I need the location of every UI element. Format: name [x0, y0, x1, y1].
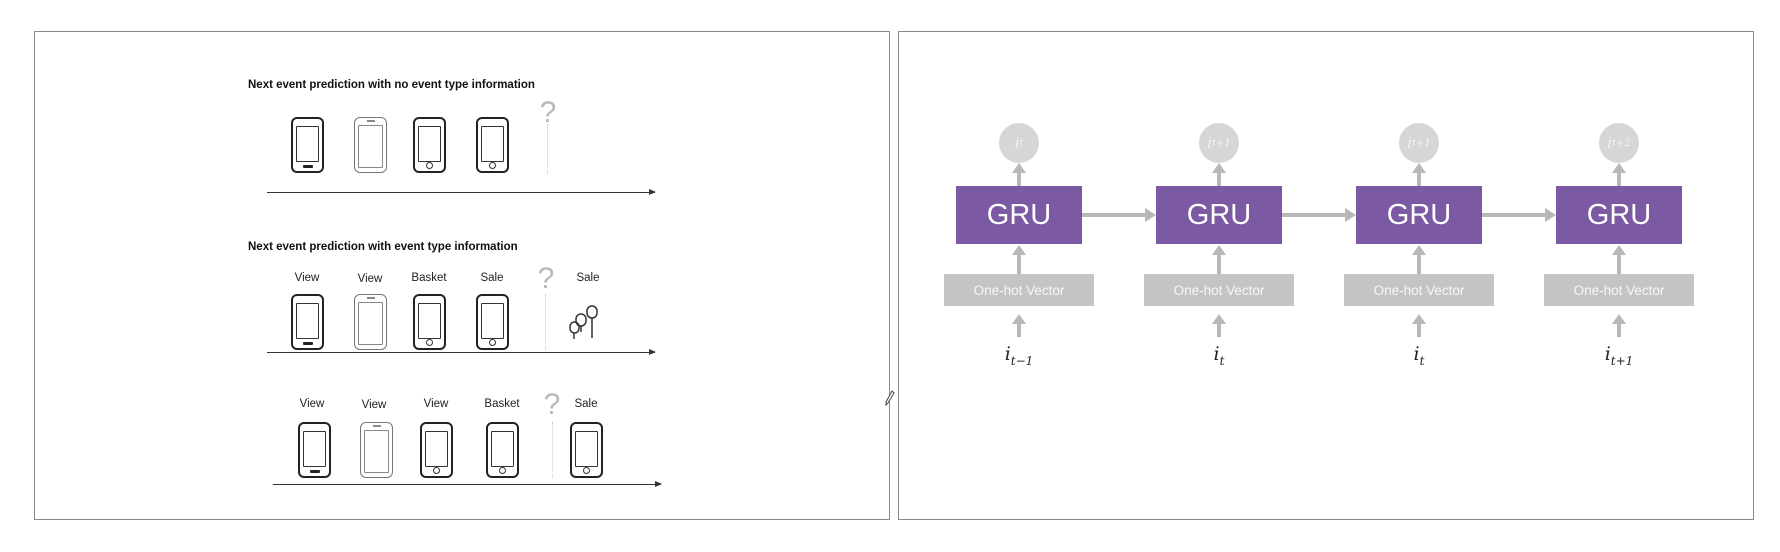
question-mark: ?	[543, 388, 561, 421]
up-arrow	[1612, 314, 1626, 337]
up-arrow	[1612, 245, 1626, 274]
gru-cell: GRU	[1356, 186, 1482, 244]
one-hot-vector-box: One-hot Vector	[1144, 274, 1294, 306]
event-label: View	[299, 398, 325, 410]
phone-icon	[298, 422, 331, 478]
up-arrow	[1212, 245, 1226, 274]
left-slide: Next event prediction with no event type…	[34, 31, 890, 520]
section2-heading: Next event prediction with event type in…	[248, 241, 518, 253]
event-label: View	[423, 398, 449, 410]
phone-icon	[291, 294, 324, 350]
question-mark: ?	[537, 262, 555, 295]
phone-icon	[476, 294, 509, 350]
event-label: Sale	[480, 272, 504, 284]
timeline-arrow	[273, 481, 662, 487]
phone-icon	[570, 422, 603, 478]
up-arrow	[1212, 163, 1226, 186]
phone-icon	[291, 117, 324, 173]
input-item-label: it	[1413, 343, 1425, 368]
event-label: View	[294, 272, 320, 284]
phone-icon	[360, 422, 393, 478]
gru-cell: GRU	[956, 186, 1082, 244]
event-label: Basket	[411, 272, 447, 284]
event-label: View	[361, 399, 387, 411]
phone-icon	[486, 422, 519, 478]
recurrent-arrow	[1082, 208, 1156, 222]
up-arrow	[1012, 245, 1026, 274]
recurrent-arrow	[1482, 208, 1556, 222]
earbuds-icon	[569, 305, 598, 339]
prediction-divider	[545, 294, 546, 350]
gru-cell: GRU	[1156, 186, 1282, 244]
phone-icon	[354, 294, 387, 350]
question-mark: ?	[539, 96, 557, 129]
prediction-divider	[552, 422, 553, 478]
up-arrow	[1212, 314, 1226, 337]
one-hot-vector-box: One-hot Vector	[944, 274, 1094, 306]
section1-heading: Next event prediction with no event type…	[248, 79, 535, 91]
up-arrow	[1412, 163, 1426, 186]
recurrent-arrow	[1282, 208, 1356, 222]
phone-icon	[420, 422, 453, 478]
timeline-arrow	[267, 189, 656, 195]
pencil-cursor-icon	[885, 390, 895, 406]
up-arrow	[1412, 245, 1426, 274]
phone-icon	[413, 117, 446, 173]
one-hot-vector-box: One-hot Vector	[1544, 274, 1694, 306]
phone-icon	[476, 117, 509, 173]
up-arrow	[1012, 314, 1026, 337]
timeline-arrow	[267, 349, 656, 355]
up-arrow	[1012, 163, 1026, 186]
predicted-event-label: Sale	[574, 398, 598, 410]
gru-cell: GRU	[1556, 186, 1682, 244]
phone-icon	[354, 117, 387, 173]
event-label: View	[357, 273, 383, 285]
prediction-divider	[547, 124, 548, 174]
input-item-label: it+1	[1604, 343, 1634, 368]
event-label: Basket	[484, 398, 520, 410]
phone-icon	[413, 294, 446, 350]
up-arrow	[1612, 163, 1626, 186]
one-hot-vector-box: One-hot Vector	[1344, 274, 1494, 306]
input-item-label: it−1	[1004, 343, 1034, 368]
input-item-label: it	[1213, 343, 1225, 368]
up-arrow	[1412, 314, 1426, 337]
predicted-event-label: Sale	[576, 272, 600, 284]
